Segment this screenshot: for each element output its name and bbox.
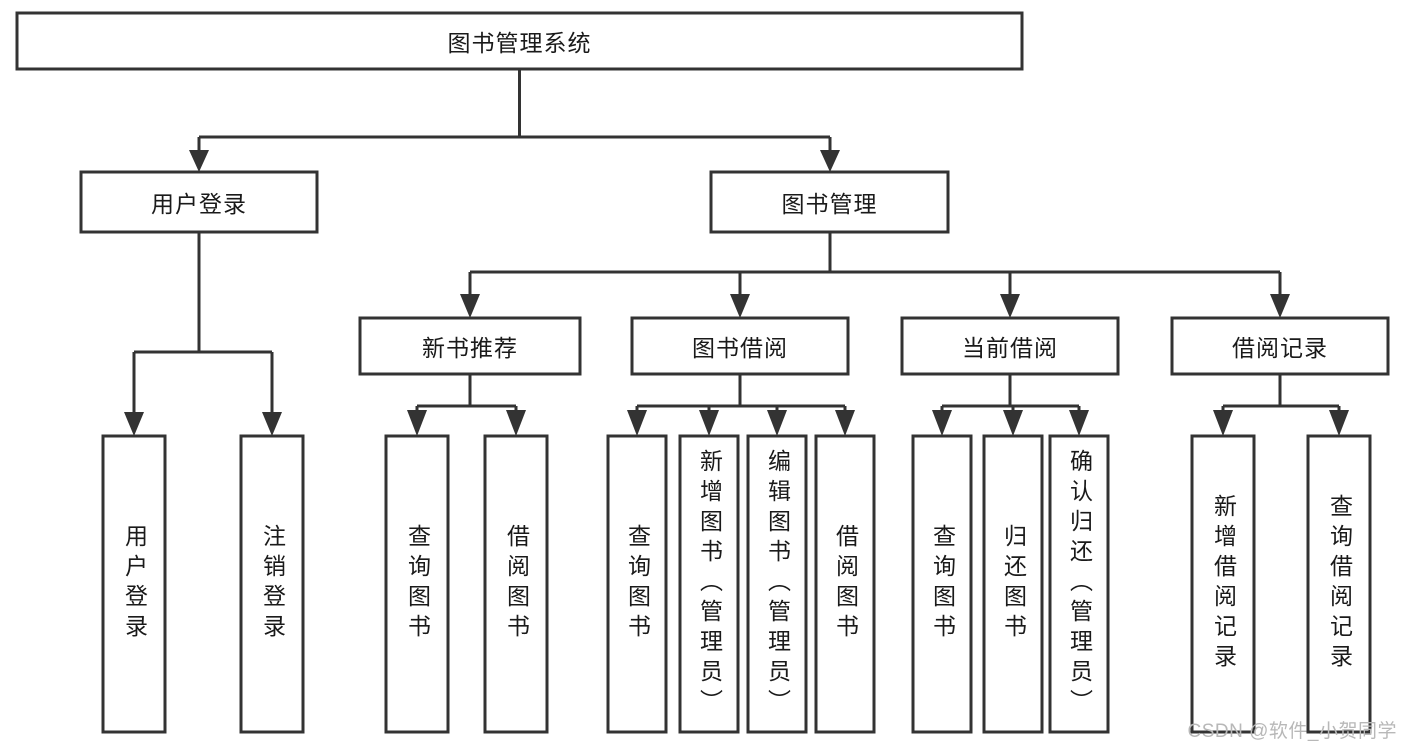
node-box-leaf-return-book[interactable] (982, 434, 1044, 734)
node-box-user-login[interactable] (79, 170, 319, 234)
arrow-head-leaf-user-login (124, 412, 144, 436)
arrow-head-leaf-borrow-book-recommend (506, 410, 526, 436)
arrow-head-leaf-borrow-book (835, 410, 855, 436)
node-box-leaf-query-borrow-record[interactable] (1306, 434, 1372, 734)
connector-group-newbook (407, 374, 526, 436)
node-box-leaf-edit-book-admin[interactable] (746, 434, 808, 734)
node-box-leaf-confirm-return-admin[interactable] (1048, 434, 1110, 734)
arrow-head-leaf-add-book-admin (699, 410, 719, 436)
connector-group-userlogin (124, 232, 282, 436)
connector-group-bookborrow (627, 374, 855, 436)
arrow-head-leaf-query-book-recommend (407, 410, 427, 436)
arrow-head-leaf-query-book-current (932, 410, 952, 436)
connector-group-bookmgmt (460, 232, 1290, 318)
node-box-leaf-add-book-admin[interactable] (678, 434, 740, 734)
node-box-leaf-logout[interactable] (239, 434, 305, 734)
arrow-head-book-borrow (730, 294, 750, 318)
node-box-borrow-record[interactable] (1170, 316, 1390, 376)
node-box-book-borrow[interactable] (630, 316, 850, 376)
connector-group-currentborrow (932, 374, 1089, 436)
arrow-head-leaf-query-book-borrow (627, 410, 647, 436)
node-box-leaf-borrow-book[interactable] (814, 434, 876, 734)
node-box-leaf-user-login[interactable] (101, 434, 167, 734)
node-box-leaf-borrow-book-recommend[interactable] (483, 434, 549, 734)
arrow-head-leaf-confirm-return-admin (1069, 410, 1089, 436)
node-box-current-borrow[interactable] (900, 316, 1120, 376)
node-box-book-management[interactable] (709, 170, 950, 234)
arrow-head-current-borrow (1000, 294, 1020, 318)
arrow-head-new-book-recommend (460, 294, 480, 318)
arrow-head-leaf-query-borrow-record (1329, 410, 1349, 436)
arrow-head-userlogin (189, 150, 209, 172)
arrow-head-bookmgmt (820, 150, 840, 172)
arrow-head-borrow-record (1270, 294, 1290, 318)
arrow-head-leaf-add-borrow-record (1213, 410, 1233, 436)
node-box-leaf-add-borrow-record[interactable] (1190, 434, 1256, 734)
arrow-head-leaf-return-book (1003, 410, 1023, 436)
arrow-head-leaf-logout (262, 412, 282, 436)
connector-group-borrowrecord (1213, 374, 1349, 436)
node-box-leaf-query-book-recommend[interactable] (384, 434, 450, 734)
node-box-leaf-query-book-borrow[interactable] (606, 434, 668, 734)
node-box-leaf-query-book-current[interactable] (911, 434, 973, 734)
connector-group-root (189, 69, 840, 172)
arrow-head-leaf-edit-book-admin (767, 410, 787, 436)
node-box-root[interactable] (15, 11, 1024, 71)
node-box-new-book-recommend[interactable] (358, 316, 582, 376)
